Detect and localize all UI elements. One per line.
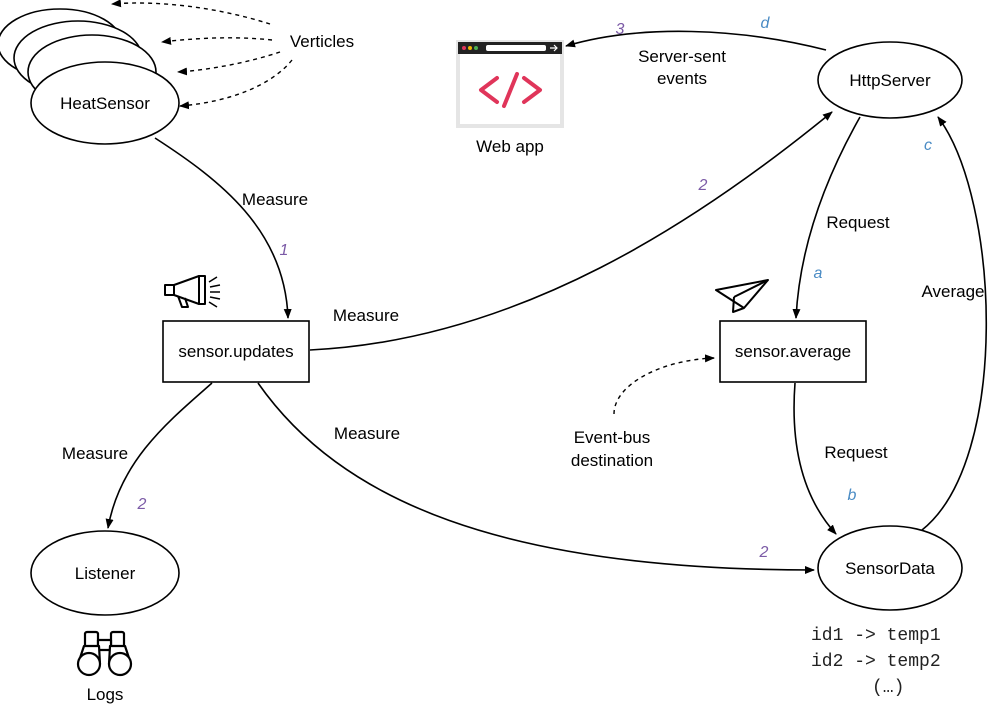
data-store-line-2: id2 -> temp2	[811, 652, 941, 672]
sensor-data-label: SensorData	[845, 559, 935, 578]
event-bus-pointer	[613, 354, 715, 415]
edge-updates-to-listener	[105, 382, 213, 529]
heat-sensor-stack: HeatSensor	[0, 8, 180, 145]
edge-updates-to-http	[309, 111, 833, 351]
edge-http-to-average	[792, 116, 861, 319]
sensor-updates-label: sensor.updates	[178, 342, 293, 361]
heat-sensor-label: HeatSensor	[60, 94, 150, 113]
megaphone-icon	[164, 275, 221, 308]
http-server-label: HttpServer	[849, 71, 931, 90]
step-marker-2-http: 2	[698, 177, 708, 194]
listener-label: Listener	[75, 564, 136, 583]
request-label-2: Request	[824, 443, 888, 462]
event-bus-label-line1: Event-bus	[574, 428, 651, 447]
sensor-average-label: sensor.average	[735, 342, 851, 361]
step-marker-2-data: 2	[759, 544, 769, 561]
listener-node	[30, 530, 180, 616]
binoculars-icon	[76, 630, 133, 677]
server-sent-label-line2: events	[657, 69, 707, 88]
step-marker-d: d	[761, 15, 771, 32]
edge-average-to-data	[793, 382, 837, 535]
measure-label-3: Measure	[62, 444, 128, 463]
sensor-data-node	[817, 525, 963, 611]
paper-plane-icon	[715, 279, 769, 313]
sensor-average-node	[719, 320, 867, 383]
server-sent-label-line1: Server-sent	[638, 47, 726, 66]
verticles-label: Verticles	[290, 32, 354, 51]
average-label: Average	[921, 282, 984, 301]
event-bus-label-line2: destination	[571, 451, 653, 470]
step-marker-2-listener: 2	[137, 496, 147, 513]
verticles-pointers	[111, 0, 293, 110]
browser-window-icon	[456, 40, 564, 128]
step-marker-a: a	[814, 265, 823, 282]
heat-sensor-node	[30, 61, 180, 145]
step-marker-c: c	[924, 137, 932, 154]
data-store-line-1: id1 -> temp1	[811, 626, 941, 646]
step-marker-b: b	[848, 487, 857, 504]
measure-label-4: Measure	[334, 424, 400, 443]
step-marker-1: 1	[280, 242, 289, 259]
request-label-1: Request	[826, 213, 890, 232]
measure-label-2: Measure	[333, 306, 399, 325]
step-marker-3: 3	[616, 21, 625, 38]
edge-server-sent-events	[565, 30, 827, 51]
data-store-line-3: (…)	[872, 678, 904, 698]
sensor-updates-node	[162, 320, 310, 383]
http-server-node	[817, 41, 963, 119]
edge-updates-to-data	[257, 382, 815, 574]
edge-data-to-http	[921, 116, 988, 531]
logs-label: Logs	[87, 685, 124, 704]
measure-label-1: Measure	[242, 190, 308, 209]
web-app-label: Web app	[476, 137, 544, 156]
edge-heat-to-updates	[154, 137, 292, 319]
code-icon	[479, 72, 542, 108]
